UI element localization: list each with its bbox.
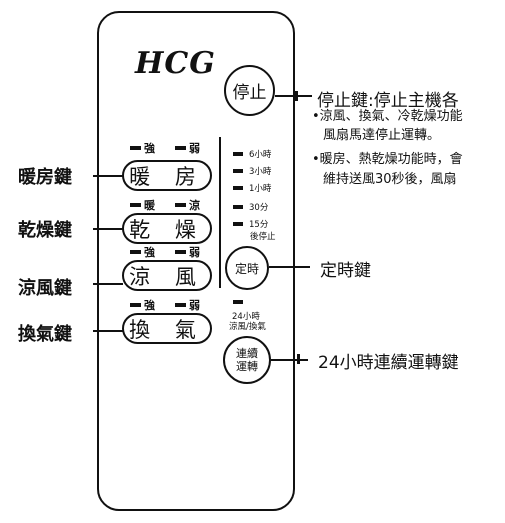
- cool-button[interactable]: 涼 風: [122, 260, 212, 291]
- stop-key-desc-2: 風扇馬達停止運轉。: [323, 128, 441, 143]
- cool-leader-line: [93, 283, 123, 285]
- timer-key-label: 定時鍵: [320, 261, 371, 281]
- stop-key-title: 停止鍵:停止主機各: [317, 91, 459, 111]
- dry-key-label: 乾燥鍵: [18, 220, 72, 241]
- heat-level-indicator: 強弱: [130, 140, 200, 156]
- timer-button[interactable]: 定時: [225, 246, 269, 290]
- vent-button[interactable]: 換 氣: [122, 313, 212, 344]
- timer-indicator-6h: 6小時: [233, 148, 271, 160]
- timer-indicator-3h: 3小時: [233, 165, 271, 177]
- vent-leader-line: [93, 330, 123, 332]
- stop-key-desc-4: 維持送風30秒後，風扇: [323, 172, 457, 187]
- heat-button-label: 暖 房: [129, 164, 205, 189]
- remote-control-body: [97, 11, 295, 511]
- stop-button-label: 停止: [232, 83, 267, 103]
- stop-key-desc-1: •涼風、換氣、冷乾燥功能: [312, 109, 463, 124]
- timer-leader-line: [269, 266, 310, 268]
- timer-indicator-30m: 30分: [233, 201, 268, 213]
- cool-key-label: 涼風鍵: [18, 278, 72, 299]
- brand-logo: HCG: [135, 46, 216, 81]
- vent-level-indicator: 強弱: [130, 297, 200, 313]
- continuous-button-line1: 連續: [236, 347, 258, 360]
- timer-button-label: 定時: [234, 261, 259, 276]
- continuous-key-label: 24小時連續運轉鍵: [318, 353, 459, 373]
- continuous-button-line2: 運轉: [236, 360, 258, 373]
- heat-button[interactable]: 暖 房: [122, 160, 212, 191]
- continuous-indicator-mark: [233, 300, 243, 304]
- continuous-indicator-mode: 涼風/換氣: [229, 322, 266, 332]
- stop-key-desc-3: •暖房、熱乾燥功能時，會: [312, 152, 463, 167]
- timer-indicator-15m: 15分: [233, 218, 268, 230]
- dry-button-label: 乾 燥: [129, 217, 205, 242]
- stop-button[interactable]: 停止: [224, 65, 275, 116]
- timer-after-stop-label: 後停止: [250, 232, 276, 242]
- dry-mode-indicator: 暖涼: [130, 197, 200, 213]
- dry-button[interactable]: 乾 燥: [122, 213, 212, 244]
- column-divider: [219, 137, 221, 288]
- cool-button-label: 涼 風: [129, 264, 205, 289]
- stop-leader-line: [275, 95, 312, 97]
- continuous-run-button[interactable]: 連續 運轉: [223, 336, 271, 384]
- vent-button-label: 換 氣: [129, 317, 205, 342]
- heat-key-label: 暖房鍵: [18, 167, 72, 188]
- continuous-leader-tick: [297, 354, 300, 364]
- timer-indicator-1h: 1小時: [233, 182, 271, 194]
- continuous-leader-line: [271, 359, 308, 361]
- cool-level-indicator: 強弱: [130, 244, 200, 260]
- continuous-indicator-24h: 24小時: [232, 312, 260, 322]
- vent-key-label: 換氣鍵: [18, 324, 72, 345]
- dry-leader-line: [93, 228, 123, 230]
- stop-leader-tick: [295, 91, 298, 101]
- heat-leader-line: [93, 175, 123, 177]
